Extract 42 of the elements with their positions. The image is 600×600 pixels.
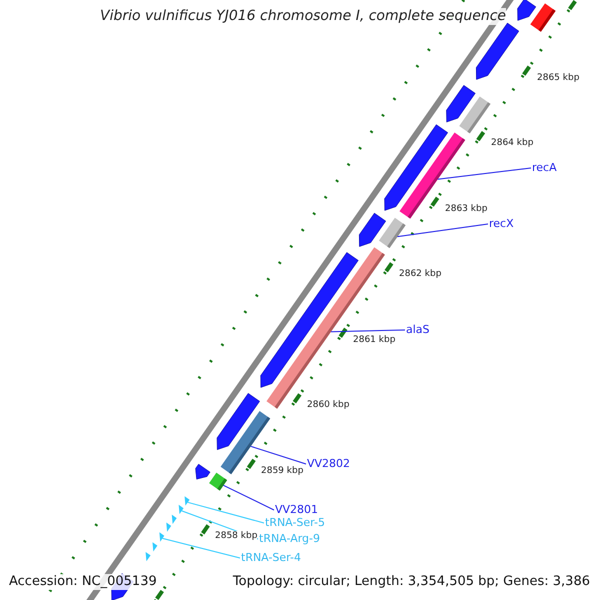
trna-marker [152,542,158,552]
trna-marker [166,522,172,532]
tick-label: 2860 kbp [307,400,350,411]
gene-label: VV2802 [307,457,350,470]
leader-line [162,538,240,558]
leader-line [222,484,274,510]
gene-label: VV2801 [275,503,318,516]
gene-bar [459,96,490,134]
leader-line [250,446,306,464]
tick-label: 2859 kbp [261,466,304,477]
gene-block [446,85,476,122]
gene-label: tRNA-Ser-4 [241,551,301,564]
footer-text: Topology: circular; Length: 3,354,505 bp; Genes: 3,386 [232,574,590,590]
gene-label: tRNA-Arg-9 [259,532,320,546]
leader-line [330,330,406,332]
trna-marker [159,532,164,542]
gene-label: recX [489,217,514,230]
tick-label: 2858 kbp [215,531,258,542]
leader-line [437,168,532,180]
gene-block [476,22,520,80]
leader-line [187,502,264,524]
title: Vibrio vulnificus YJ016 chromosome I, complete sequence [100,8,506,25]
trna-marker [184,496,190,506]
gene-label: alaS [406,323,430,336]
gene-label: tRNA-Ser-5 [265,516,325,530]
tick-label: 2863 kbp [445,204,488,215]
gene-block [195,464,210,480]
tick-label: 2865 kbp [537,73,580,84]
gene-label: recA [532,161,557,174]
gene-block [358,212,386,247]
tick-label: 2862 kbp [399,269,442,280]
gene-bar [209,472,228,491]
tick-label: 2861 kbp [353,335,396,346]
gene-bar [530,3,556,32]
footer-text: Accession: NC_005139 [9,574,157,590]
trna-marker [146,552,151,562]
leader-line [397,224,488,238]
trna-marker [172,514,177,524]
trna-marker [178,504,184,514]
gene-block [216,393,260,450]
gene-block [517,0,536,21]
tick-label: 2864 kbp [491,138,534,149]
